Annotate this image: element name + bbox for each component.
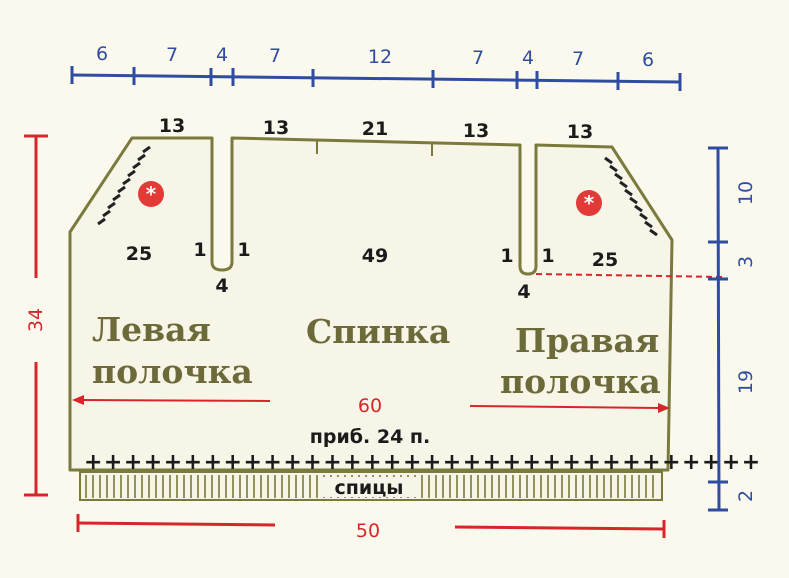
increase-note: приб. 24 п. bbox=[310, 426, 431, 448]
width-upper-label: 60 bbox=[358, 395, 382, 417]
right-armhole-side-a: 1 bbox=[500, 245, 513, 267]
back-neck-count: 21 bbox=[362, 118, 388, 140]
right-front-label-2: полочка bbox=[500, 362, 661, 401]
top-dim-4: 7 bbox=[269, 45, 281, 67]
top-dim-5: 12 bbox=[368, 46, 392, 68]
left-front-stitches: 25 bbox=[126, 243, 152, 265]
width-lower-label: 50 bbox=[356, 520, 380, 542]
right-armhole-side-b: 1 bbox=[541, 245, 554, 267]
left-neck-count: 13 bbox=[263, 117, 289, 139]
right-shoulder-count: 13 bbox=[567, 121, 593, 143]
back-stitches: 49 bbox=[362, 245, 388, 267]
svg-text:*: * bbox=[584, 191, 595, 215]
border-label: спицы bbox=[335, 477, 404, 499]
left-button-marker: * bbox=[138, 181, 164, 207]
left-front-label-1: Левая bbox=[92, 310, 211, 349]
top-dim-7: 4 bbox=[522, 47, 534, 69]
pattern-body bbox=[68, 136, 674, 472]
ribbed-border bbox=[79, 471, 663, 501]
left-armhole-bottom: 4 bbox=[215, 275, 228, 297]
width-upper-arrows bbox=[72, 395, 670, 413]
right-front-label-1: Правая bbox=[515, 321, 659, 360]
right-button-marker: * bbox=[576, 190, 602, 216]
right-shoulder-hatching bbox=[604, 156, 658, 237]
top-dim-8: 7 bbox=[572, 48, 584, 70]
left-height-dimension bbox=[24, 134, 48, 497]
left-shoulder-count: 13 bbox=[159, 115, 185, 137]
width-lower-dimension bbox=[76, 514, 666, 538]
armhole-dashed-guide bbox=[535, 273, 723, 278]
right-dim-3: 19 bbox=[735, 370, 757, 394]
left-front-label-2: полочка bbox=[92, 352, 253, 391]
right-height-dimension bbox=[708, 146, 728, 512]
top-dim-3: 4 bbox=[216, 44, 228, 66]
right-dim-1: 10 bbox=[735, 181, 757, 205]
top-dim-9: 6 bbox=[642, 49, 654, 71]
left-height-label: 34 bbox=[25, 308, 47, 332]
top-dim-2: 7 bbox=[166, 44, 178, 66]
back-label: Спинка bbox=[306, 312, 450, 351]
increase-plus-row: ++++++++++++++++++++++++++++++++++ bbox=[84, 450, 762, 475]
top-dim-6: 7 bbox=[472, 47, 484, 69]
svg-text:*: * bbox=[146, 182, 157, 206]
right-neck-count: 13 bbox=[463, 120, 489, 142]
left-armhole-side-a: 1 bbox=[193, 239, 206, 261]
right-dim-2: 3 bbox=[735, 256, 757, 268]
right-armhole-bottom: 4 bbox=[517, 281, 530, 303]
top-dim-1: 6 bbox=[96, 43, 108, 65]
right-dim-4: 2 bbox=[735, 490, 757, 502]
left-armhole-side-b: 1 bbox=[237, 239, 250, 261]
top-dimension-scale: 6 7 4 7 12 7 4 7 6 bbox=[70, 43, 682, 91]
left-shoulder-hatching bbox=[97, 145, 151, 226]
right-front-stitches: 25 bbox=[592, 249, 618, 271]
